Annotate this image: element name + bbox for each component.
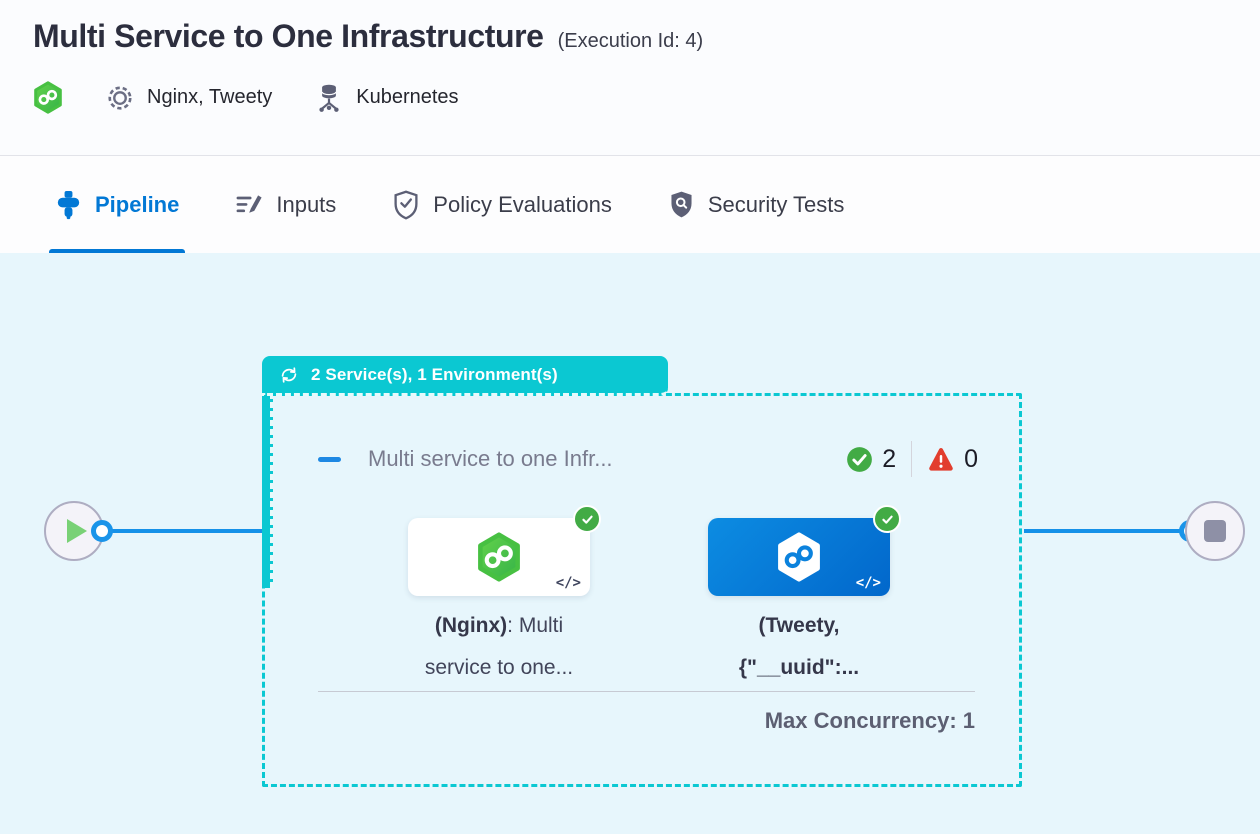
service-name-rest: : Multi bbox=[507, 614, 564, 637]
gear-icon bbox=[105, 83, 135, 113]
harness-service-white-icon bbox=[776, 532, 822, 582]
services-label: Nginx, Tweety bbox=[147, 86, 273, 108]
page-title: Multi Service to One Infrastructure bbox=[33, 18, 544, 54]
service-label-tweety: (Tweety, {"__uuid":... bbox=[679, 605, 919, 689]
infrastructure-icon bbox=[314, 82, 344, 114]
success-count: 2 bbox=[882, 444, 897, 473]
tab-policy-evaluations[interactable]: Policy Evaluations bbox=[392, 156, 612, 254]
service-name: (Tweety, bbox=[758, 614, 840, 637]
code-icon: </> bbox=[855, 575, 881, 591]
security-shield-icon bbox=[668, 190, 695, 219]
collapse-stage-icon[interactable] bbox=[318, 456, 341, 462]
tab-label: Pipeline bbox=[95, 191, 180, 217]
stage-group-badge[interactable]: 2 Service(s), 1 Environment(s) bbox=[262, 356, 668, 396]
stage-group-left-bar bbox=[262, 393, 273, 588]
success-check-badge-icon bbox=[873, 505, 901, 533]
stage-footer-divider bbox=[318, 691, 975, 692]
stop-icon bbox=[1204, 520, 1226, 542]
service-label-line2: {"__uuid":... bbox=[738, 656, 860, 679]
service-card-nginx[interactable]: </> bbox=[408, 505, 601, 596]
play-icon bbox=[67, 519, 87, 543]
service-card-tweety[interactable]: </> bbox=[708, 505, 901, 596]
service-label-nginx: (Nginx): Multi service to one... bbox=[379, 605, 619, 689]
stage-title[interactable]: Multi service to one Infr... bbox=[368, 446, 613, 471]
harness-cd-logo-icon bbox=[33, 81, 63, 114]
start-connector-dot[interactable] bbox=[91, 520, 113, 542]
title-row: Multi Service to One Infrastructure (Exe… bbox=[33, 18, 1227, 55]
active-tab-underline bbox=[49, 248, 186, 254]
execution-meta: Nginx, Tweety Kubernetes bbox=[33, 81, 1227, 114]
tab-label: Security Tests bbox=[707, 191, 845, 217]
tab-label: Inputs bbox=[276, 191, 337, 217]
looping-arrows-icon bbox=[278, 364, 300, 386]
tab-inputs[interactable]: Inputs bbox=[235, 156, 336, 254]
code-icon: </> bbox=[555, 575, 581, 591]
stage-header: Multi service to one Infr... 2 0 bbox=[318, 441, 978, 477]
status-divider bbox=[911, 441, 913, 477]
max-concurrency-label: Max Concurrency: 1 bbox=[764, 708, 975, 733]
execution-id: (Execution Id: 4) bbox=[557, 30, 704, 52]
service-name: (Nginx) bbox=[434, 614, 508, 637]
edge-stage-to-end bbox=[1024, 529, 1192, 533]
execution-tabs: Pipeline Inputs Policy Evaluations bbox=[0, 155, 1260, 254]
inputs-icon bbox=[235, 191, 263, 219]
pipeline-end-node[interactable] bbox=[1185, 501, 1245, 561]
stage-group-badge-label: 2 Service(s), 1 Environment(s) bbox=[311, 364, 558, 384]
tab-pipeline[interactable]: Pipeline bbox=[49, 156, 186, 254]
harness-service-green-icon bbox=[476, 532, 522, 582]
stage-status: 2 0 bbox=[846, 441, 978, 477]
policy-check-icon bbox=[392, 190, 420, 220]
pipeline-icon bbox=[55, 190, 82, 220]
service-label-line2: service to one... bbox=[424, 656, 574, 679]
success-check-icon bbox=[846, 446, 873, 473]
infrastructure-label: Kubernetes bbox=[356, 86, 459, 108]
execution-header: Multi Service to One Infrastructure (Exe… bbox=[0, 0, 1260, 155]
warning-triangle-icon bbox=[927, 446, 955, 473]
pipeline-canvas: 2 Service(s), 1 Environment(s) Multi ser… bbox=[0, 253, 1260, 834]
tab-security-tests[interactable]: Security Tests bbox=[668, 156, 845, 254]
tab-label: Policy Evaluations bbox=[433, 191, 612, 217]
error-count: 0 bbox=[964, 444, 978, 473]
success-check-badge-icon bbox=[573, 505, 601, 533]
edge-start-to-stage bbox=[104, 529, 264, 533]
